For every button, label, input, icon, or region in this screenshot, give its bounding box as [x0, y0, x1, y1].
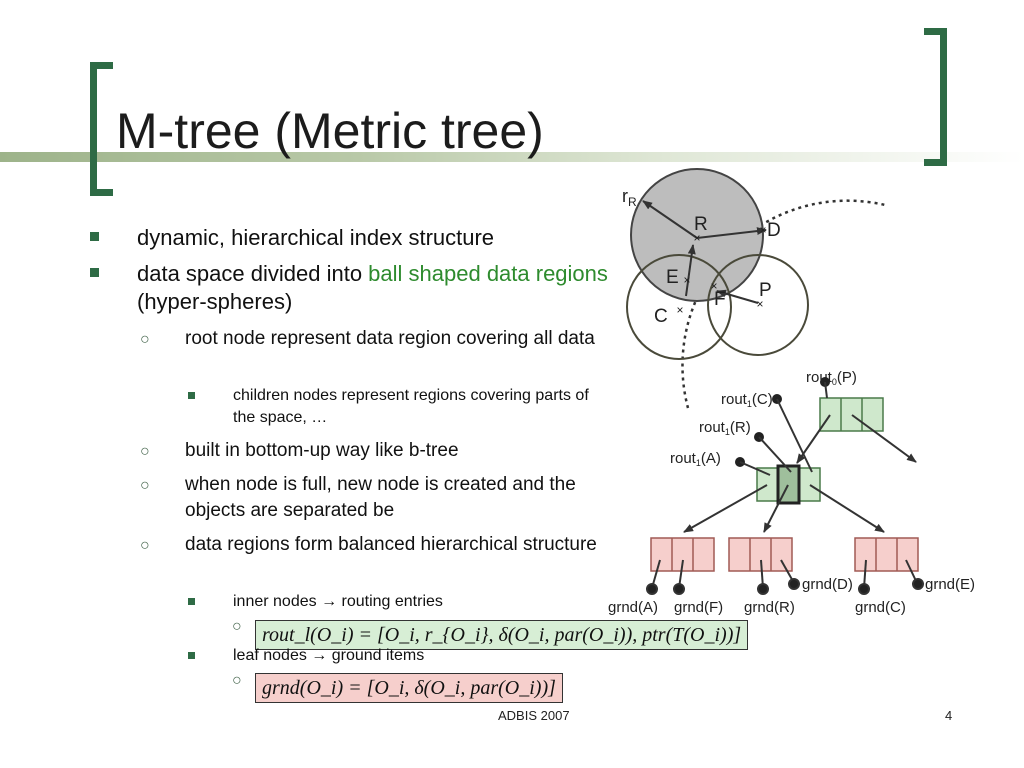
- root-node: [819, 397, 884, 432]
- object-mark: ×: [676, 303, 683, 317]
- radius-d-arrow: [696, 227, 767, 239]
- subbullet-text: data regions form balanced hierarchical …: [185, 534, 597, 555]
- label-rR: rR: [622, 186, 637, 209]
- circle-bullet-icon: ○: [140, 443, 150, 460]
- label-rout1-R: rout1(R): [699, 419, 751, 437]
- square-bullet-icon: [90, 268, 99, 277]
- label-rout1-A: rout1(A): [670, 450, 721, 468]
- subsubbullet-text: leaf nodes → ground items: [233, 647, 425, 664]
- region-P: [707, 254, 809, 356]
- label-R: R: [694, 214, 708, 235]
- label-grnd-R: grnd(R): [744, 599, 795, 616]
- subbullet-text: when node is full, new node is created a…: [185, 474, 576, 521]
- left-bracket-decoration: [90, 62, 113, 196]
- circle-bullet-icon: ○: [140, 537, 150, 554]
- edge-inner-to-leaf-2: [763, 484, 789, 533]
- label-grnd-D: grnd(D): [802, 576, 853, 593]
- bullet-text: dynamic, hierarchical index structure: [137, 225, 495, 250]
- label-grnd-E: grnd(E): [925, 576, 975, 593]
- edge-root-to-right: [851, 414, 917, 463]
- label-F: F: [714, 289, 726, 310]
- circle-bullet-icon: ○: [140, 477, 150, 494]
- circle-bullet-icon: ○: [232, 672, 242, 689]
- square-bullet-icon: [188, 652, 195, 659]
- region-E: [626, 254, 732, 360]
- label-rout1-C: rout1(C): [721, 391, 773, 409]
- label-grnd-A: grnd(A): [608, 599, 658, 616]
- object-mark: ×: [683, 273, 690, 287]
- label-rout0-P: rout0(P): [806, 369, 857, 387]
- circle-bullet-icon: ○: [232, 618, 242, 635]
- radius-e-arrow: [685, 244, 696, 297]
- object-mark: ×: [756, 297, 763, 311]
- subsubbullet-text: children nodes represent regions coverin…: [233, 387, 589, 426]
- square-bullet-icon: [188, 392, 195, 399]
- object-mark: ×: [710, 279, 717, 293]
- slide-title: M-tree (Metric tree): [116, 103, 544, 159]
- square-bullet-icon: [188, 598, 195, 605]
- right-bracket-decoration: [924, 28, 947, 166]
- subbullet-text: built in bottom-up way like b-tree: [185, 440, 459, 461]
- bullet-text-part: (hyper-spheres): [137, 289, 293, 314]
- rout-formula: rout_l(O_i) = [O_i, r_{O_i}, δ(O_i, par(…: [255, 620, 749, 650]
- subbullet-text: root node represent data region covering…: [185, 328, 595, 349]
- square-bullet-icon: [90, 232, 99, 241]
- label-D: D: [767, 220, 781, 241]
- object-mark: ×: [759, 223, 766, 237]
- bullet-text-part: data space divided into: [137, 261, 369, 286]
- edge-inner-to-leaf-1: [683, 484, 768, 533]
- radius-p-arrow: [716, 289, 759, 304]
- mtree-diagram: × × × × × × rR R D E F P C rout0(P) rout…: [608, 168, 975, 616]
- footer-conference: ADBIS 2007: [498, 708, 570, 723]
- radius-r-arrow: [642, 200, 698, 239]
- edge-root-to-inner: [796, 414, 831, 464]
- title-band: [0, 152, 1024, 162]
- subsubbullet-text: inner nodes → routing entries: [233, 593, 443, 610]
- leaf-node-3: [854, 537, 919, 572]
- object-mark: ×: [693, 231, 700, 245]
- circle-bullet-icon: ○: [140, 331, 150, 348]
- edge-inner-to-leaf-3: [809, 484, 885, 533]
- bullet-text: data space divided into ball shaped data…: [137, 260, 612, 316]
- label-grnd-C: grnd(C): [855, 599, 906, 616]
- bullet-highlight: ball shaped data regions: [368, 261, 608, 286]
- label-C: C: [654, 306, 668, 327]
- label-P: P: [759, 280, 772, 301]
- grnd-formula: grnd(O_i) = [O_i, δ(O_i, par(O_i))]: [255, 673, 563, 703]
- label-E: E: [666, 267, 679, 288]
- page-number: 4: [945, 708, 953, 723]
- label-grnd-F: grnd(F): [674, 599, 723, 616]
